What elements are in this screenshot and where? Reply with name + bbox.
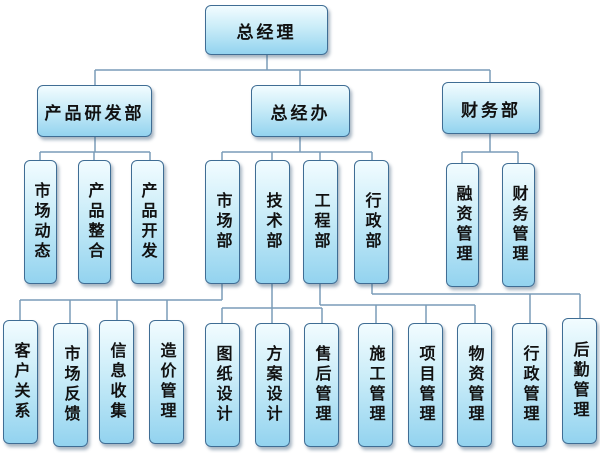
node-logistics-management: 后勤管理 (562, 318, 597, 444)
node-label: 信息收集 (107, 342, 127, 422)
node-product-development: 产品开发 (131, 160, 164, 284)
node-label: 市场反馈 (61, 345, 81, 425)
node-technology-dept: 技术部 (255, 160, 290, 284)
node-engineering-dept: 工程部 (303, 160, 338, 284)
node-label: 融资管理 (453, 185, 473, 265)
node-drawing-design: 图纸设计 (205, 323, 240, 447)
node-label: 工程部 (311, 192, 331, 252)
node-label: 行政部 (362, 192, 382, 252)
node-label: 物资管理 (465, 345, 485, 425)
node-customer-relations: 客户关系 (3, 320, 38, 444)
node-project-management: 项目管理 (408, 323, 443, 447)
node-label: 施工管理 (366, 345, 386, 425)
node-product-integration: 产品整合 (78, 160, 111, 284)
node-label: 方案设计 (263, 345, 283, 425)
node-label: 客户关系 (11, 342, 31, 422)
node-financing-management: 融资管理 (446, 163, 479, 287)
node-administration-dept: 行政部 (354, 160, 389, 284)
node-general-office: 总经办 (251, 85, 350, 137)
node-label: 后勤管理 (570, 341, 590, 421)
node-scheme-design: 方案设计 (255, 323, 290, 447)
node-after-sales-management: 售后管理 (304, 323, 339, 447)
node-label: 财务管理 (509, 185, 529, 265)
node-materials-management: 物资管理 (457, 323, 492, 447)
node-label: 造价管理 (157, 342, 177, 422)
node-label: 技术部 (263, 192, 283, 252)
node-financial-management: 财务管理 (502, 163, 535, 287)
node-market-feedback: 市场反馈 (53, 323, 88, 447)
node-construction-management: 施工管理 (358, 323, 393, 447)
node-admin-management: 行政管理 (512, 323, 547, 447)
node-label: 项目管理 (416, 345, 436, 425)
node-product-rd-dept: 产品研发部 (37, 85, 152, 137)
node-finance-dept: 财务部 (442, 82, 540, 134)
node-market-trends: 市场动态 (24, 160, 57, 284)
node-label: 售后管理 (312, 345, 332, 425)
node-information-collection: 信息收集 (99, 320, 134, 444)
node-label: 市场部 (213, 192, 233, 252)
node-label: 行政管理 (520, 345, 540, 425)
node-label: 总经理 (236, 22, 297, 43)
node-cost-management: 造价管理 (149, 320, 184, 444)
node-label: 总经办 (270, 103, 331, 124)
node-label: 产品开发 (138, 182, 158, 262)
node-label: 产品研发部 (44, 103, 145, 124)
node-label: 产品整合 (85, 182, 105, 262)
node-label: 财务部 (461, 100, 521, 121)
node-label: 市场动态 (31, 182, 51, 262)
node-label: 图纸设计 (213, 345, 233, 425)
node-general-manager: 总经理 (205, 5, 328, 55)
node-marketing-dept: 市场部 (205, 160, 240, 284)
